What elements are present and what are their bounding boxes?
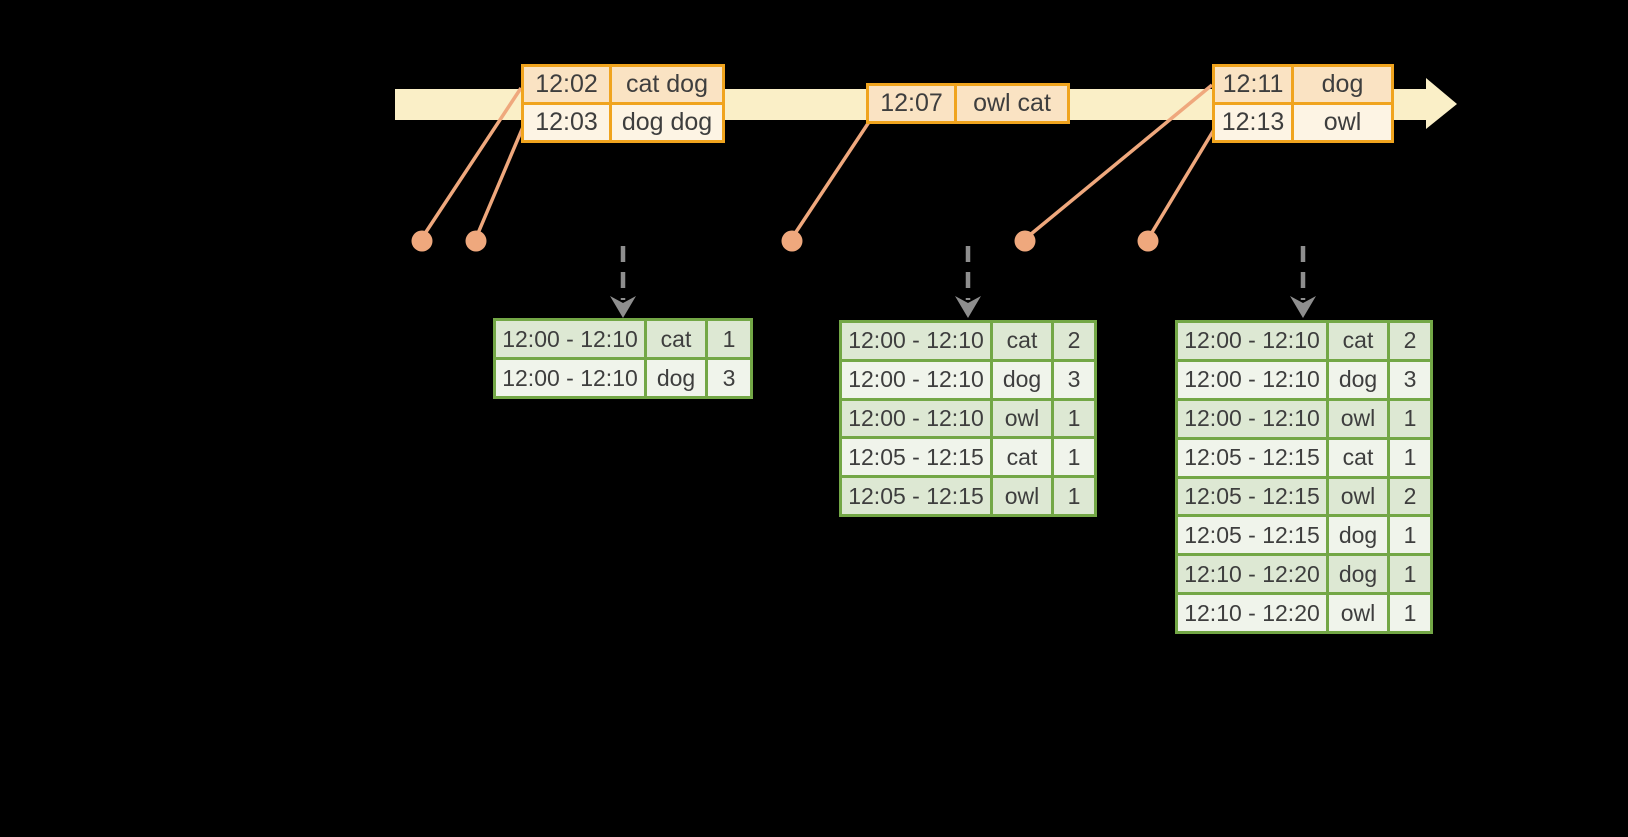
word-cell: cat: [647, 321, 705, 357]
trigger-arrow-icon: [955, 246, 981, 318]
event-connector-line: [790, 121, 871, 239]
count-cell: 1: [1390, 595, 1430, 631]
window-cell: 12:00 - 12:10: [496, 360, 644, 396]
count-cell: 1: [1390, 517, 1430, 554]
count-cell: 1: [1390, 400, 1430, 437]
window-cell: 12:00 - 12:10: [842, 323, 990, 359]
word-cell: dog: [1329, 556, 1387, 593]
event-table-2: 12:07 owl cat: [866, 83, 1070, 124]
window-cell: 12:10 - 12:20: [1178, 556, 1326, 593]
window-cell: 12:00 - 12:10: [842, 361, 990, 398]
count-cell: 1: [1390, 439, 1430, 476]
event-words: owl cat: [957, 86, 1067, 121]
count-cell: 2: [1390, 323, 1430, 359]
event-dot-icon: [1137, 230, 1159, 252]
word-cell: dog: [1329, 517, 1387, 554]
event-dot-icon: [465, 230, 487, 252]
count-cell: 1: [708, 321, 750, 357]
window-cell: 12:05 - 12:15: [1178, 517, 1326, 554]
event-time: 12:02: [524, 67, 609, 102]
count-cell: 3: [1390, 361, 1430, 398]
event-table-3: 12:11 dog 12:13 owl: [1212, 64, 1394, 143]
count-cell: 2: [1054, 323, 1094, 359]
event-words: owl: [1294, 105, 1391, 140]
event-connector-line: [474, 126, 525, 239]
word-cell: owl: [993, 400, 1051, 437]
event-words: dog: [1294, 67, 1391, 102]
trigger-arrow-icon: [1290, 246, 1316, 318]
window-cell: 12:05 - 12:15: [842, 478, 990, 514]
count-cell: 1: [1054, 478, 1094, 514]
window-cell: 12:05 - 12:15: [1178, 478, 1326, 515]
event-time: 12:13: [1215, 105, 1291, 140]
word-cell: cat: [993, 323, 1051, 359]
window-cell: 12:05 - 12:15: [842, 439, 990, 476]
event-dot-icon: [411, 230, 433, 252]
count-cell: 3: [1054, 361, 1094, 398]
word-cell: cat: [993, 439, 1051, 476]
word-cell: dog: [647, 360, 705, 396]
word-cell: cat: [1329, 439, 1387, 476]
word-cell: owl: [1329, 478, 1387, 515]
event-words: cat dog: [612, 67, 722, 102]
result-table-2: 12:00 - 12:10 cat 2 12:00 - 12:10 dog 3 …: [839, 320, 1097, 517]
word-cell: owl: [993, 478, 1051, 514]
window-cell: 12:00 - 12:10: [1178, 361, 1326, 398]
count-cell: 1: [1390, 556, 1430, 593]
window-cell: 12:00 - 12:10: [842, 400, 990, 437]
count-cell: 1: [1054, 400, 1094, 437]
result-table-1: 12:00 - 12:10 cat 1 12:00 - 12:10 dog 3: [493, 318, 753, 399]
window-cell: 12:00 - 12:10: [496, 321, 644, 357]
word-cell: owl: [1329, 400, 1387, 437]
event-time: 12:07: [869, 86, 954, 121]
event-connector-line: [1146, 127, 1217, 240]
window-cell: 12:10 - 12:20: [1178, 595, 1326, 631]
event-time: 12:11: [1215, 67, 1291, 102]
window-cell: 12:00 - 12:10: [1178, 323, 1326, 359]
word-cell: dog: [993, 361, 1051, 398]
word-cell: dog: [1329, 361, 1387, 398]
count-cell: 3: [708, 360, 750, 396]
timeline-arrow-icon: [1426, 78, 1457, 129]
event-time: 12:03: [524, 105, 609, 140]
count-cell: 1: [1054, 439, 1094, 476]
event-dot-icon: [781, 230, 803, 252]
result-table-3: 12:00 - 12:10 cat 2 12:00 - 12:10 dog 3 …: [1175, 320, 1433, 634]
word-cell: owl: [1329, 595, 1387, 631]
event-table-1: 12:02 cat dog 12:03 dog dog: [521, 64, 725, 143]
event-connector-line: [420, 87, 523, 239]
event-words: dog dog: [612, 105, 722, 140]
window-cell: 12:00 - 12:10: [1178, 400, 1326, 437]
window-cell: 12:05 - 12:15: [1178, 439, 1326, 476]
event-connector-line: [1023, 83, 1214, 241]
event-dot-icon: [1014, 230, 1036, 252]
trigger-arrow-icon: [610, 246, 636, 318]
word-cell: cat: [1329, 323, 1387, 359]
count-cell: 2: [1390, 478, 1430, 515]
